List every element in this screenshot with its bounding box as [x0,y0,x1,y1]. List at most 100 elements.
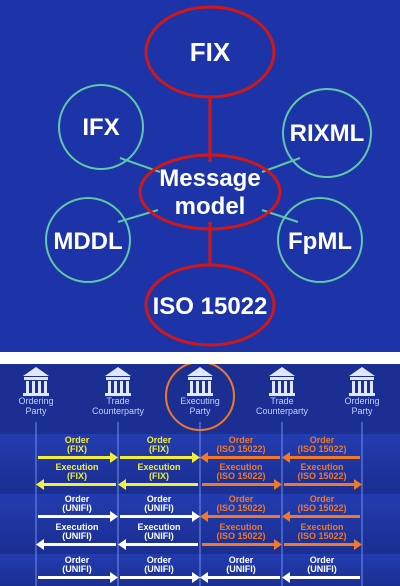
bank-icon [269,367,295,396]
msg-label: Execution [137,462,180,472]
bank-icon [105,367,131,396]
party-label-4-line1: Trade [270,396,293,406]
party-label-5-line2: Party [351,406,373,416]
arrow-right [38,452,118,463]
msg-label: Order [65,555,90,565]
message-model-panel: FIX IFX RIXML MDDL FpML ISO 15022 Messag… [0,0,400,352]
arrow-right [284,539,362,550]
party-label-4-line2: Counterparty [256,406,309,416]
arrow-left [282,452,360,463]
msg-label: Order [310,555,335,565]
msg-label: (UNIFI) [62,564,92,574]
msg-label: (UNIFI) [62,531,92,541]
arrow-left [282,572,360,583]
msg-label: Order [229,435,254,445]
node-fpml-circle [277,197,363,283]
arrow-right [202,479,282,490]
arrow-left [200,452,280,463]
msg-label: (ISO 15022) [216,444,265,454]
arrow-right [120,511,200,522]
node-fix-oval [144,5,276,99]
msg-label: (ISO 15022) [216,531,265,541]
center-label-line2: model [175,193,246,220]
msg-label: (ISO 15022) [297,444,346,454]
msg-label: (UNIFI) [62,503,92,513]
party-label-3-line1: Executing [180,396,220,406]
msg-label: Execution [137,522,180,532]
arrow-right [120,572,200,583]
msg-label: Order [65,435,90,445]
arrow-left [282,511,360,522]
party-label-1-line2: Party [25,406,47,416]
msg-label: Order [229,555,254,565]
msg-label: Order [229,494,254,504]
msg-label: Order [310,435,335,445]
bank-icon [187,367,213,396]
msg-label: Order [147,494,172,504]
arrow-left [36,539,116,550]
party-label-3-line2: Party [189,406,211,416]
msg-label: (FIX) [149,471,169,481]
message-flow-diagram: Ordering Party Trade Counterparty Execut… [0,364,400,586]
party-label-5-line1: Ordering [344,396,379,406]
msg-label: (ISO 15022) [297,503,346,513]
party-label-1-line1: Ordering [18,396,53,406]
msg-label: Execution [219,462,262,472]
arrow-left [200,511,280,522]
row-order-fix: Order (FIX) Order (FIX) Order (ISO 15022… [38,435,360,463]
node-mddl-label: MDDL [53,228,122,255]
node-fix-label: FIX [190,37,231,67]
row-execution-fix: Execution (FIX) Execution (FIX) Executio… [36,462,362,490]
arrow-left [118,479,198,490]
msg-label: Order [147,435,172,445]
arrow-right [38,572,118,583]
msg-label: Execution [219,522,262,532]
msg-label: (ISO 15022) [297,471,346,481]
msg-label: Execution [300,522,343,532]
arrow-left [118,539,198,550]
arrow-left [200,572,280,583]
msg-label: (UNIFI) [144,531,174,541]
msg-label: (FIX) [149,444,169,454]
msg-label: (UNIFI) [307,564,337,574]
arrow-right [120,452,200,463]
row-execution-unifi: Execution (UNIFI) Execution (UNIFI) Exec… [36,522,362,550]
arrow-right [38,511,118,522]
row-order-unifi-all: Order (UNIFI) Order (UNIFI) Order (UNIFI… [38,555,360,583]
bank-icon [23,367,49,396]
node-ifx-label: IFX [82,114,119,141]
arrow-right [202,539,282,550]
msg-label: (ISO 15022) [216,503,265,513]
msg-label: Execution [55,522,98,532]
msg-label: Execution [55,462,98,472]
row-order-unifi: Order (UNIFI) Order (UNIFI) Order (ISO 1… [38,494,360,522]
msg-label: (UNIFI) [226,564,256,574]
arrow-right [284,479,362,490]
node-ifx-circle [58,84,144,170]
msg-label: Order [147,555,172,565]
node-rixml-circle [282,88,372,178]
node-fpml-label: FpML [288,228,352,255]
party-label-2-line2: Counterparty [92,406,145,416]
msg-label: Order [65,494,90,504]
bank-icon [349,367,375,396]
msg-label: (FIX) [67,444,87,454]
lifelines [35,422,363,586]
msg-label: (ISO 15022) [297,531,346,541]
node-mddl-circle [45,197,131,283]
node-iso-oval [144,263,276,347]
node-center-oval [138,153,282,231]
msg-label: (UNIFI) [144,503,174,513]
msg-label: Execution [300,462,343,472]
message-flow-panel: Ordering Party Trade Counterparty Execut… [0,364,400,586]
msg-label: (FIX) [67,471,87,481]
msg-label: (UNIFI) [144,564,174,574]
party-icons [23,367,375,396]
message-model-diagram: FIX IFX RIXML MDDL FpML ISO 15022 Messag… [45,5,372,347]
arrow-left [36,479,116,490]
center-label-line1: Message [159,165,260,192]
msg-label: Order [310,494,335,504]
party-label-2-line1: Trade [106,396,129,406]
node-rixml-label: RIXML [290,120,365,147]
msg-label: (ISO 15022) [216,471,265,481]
